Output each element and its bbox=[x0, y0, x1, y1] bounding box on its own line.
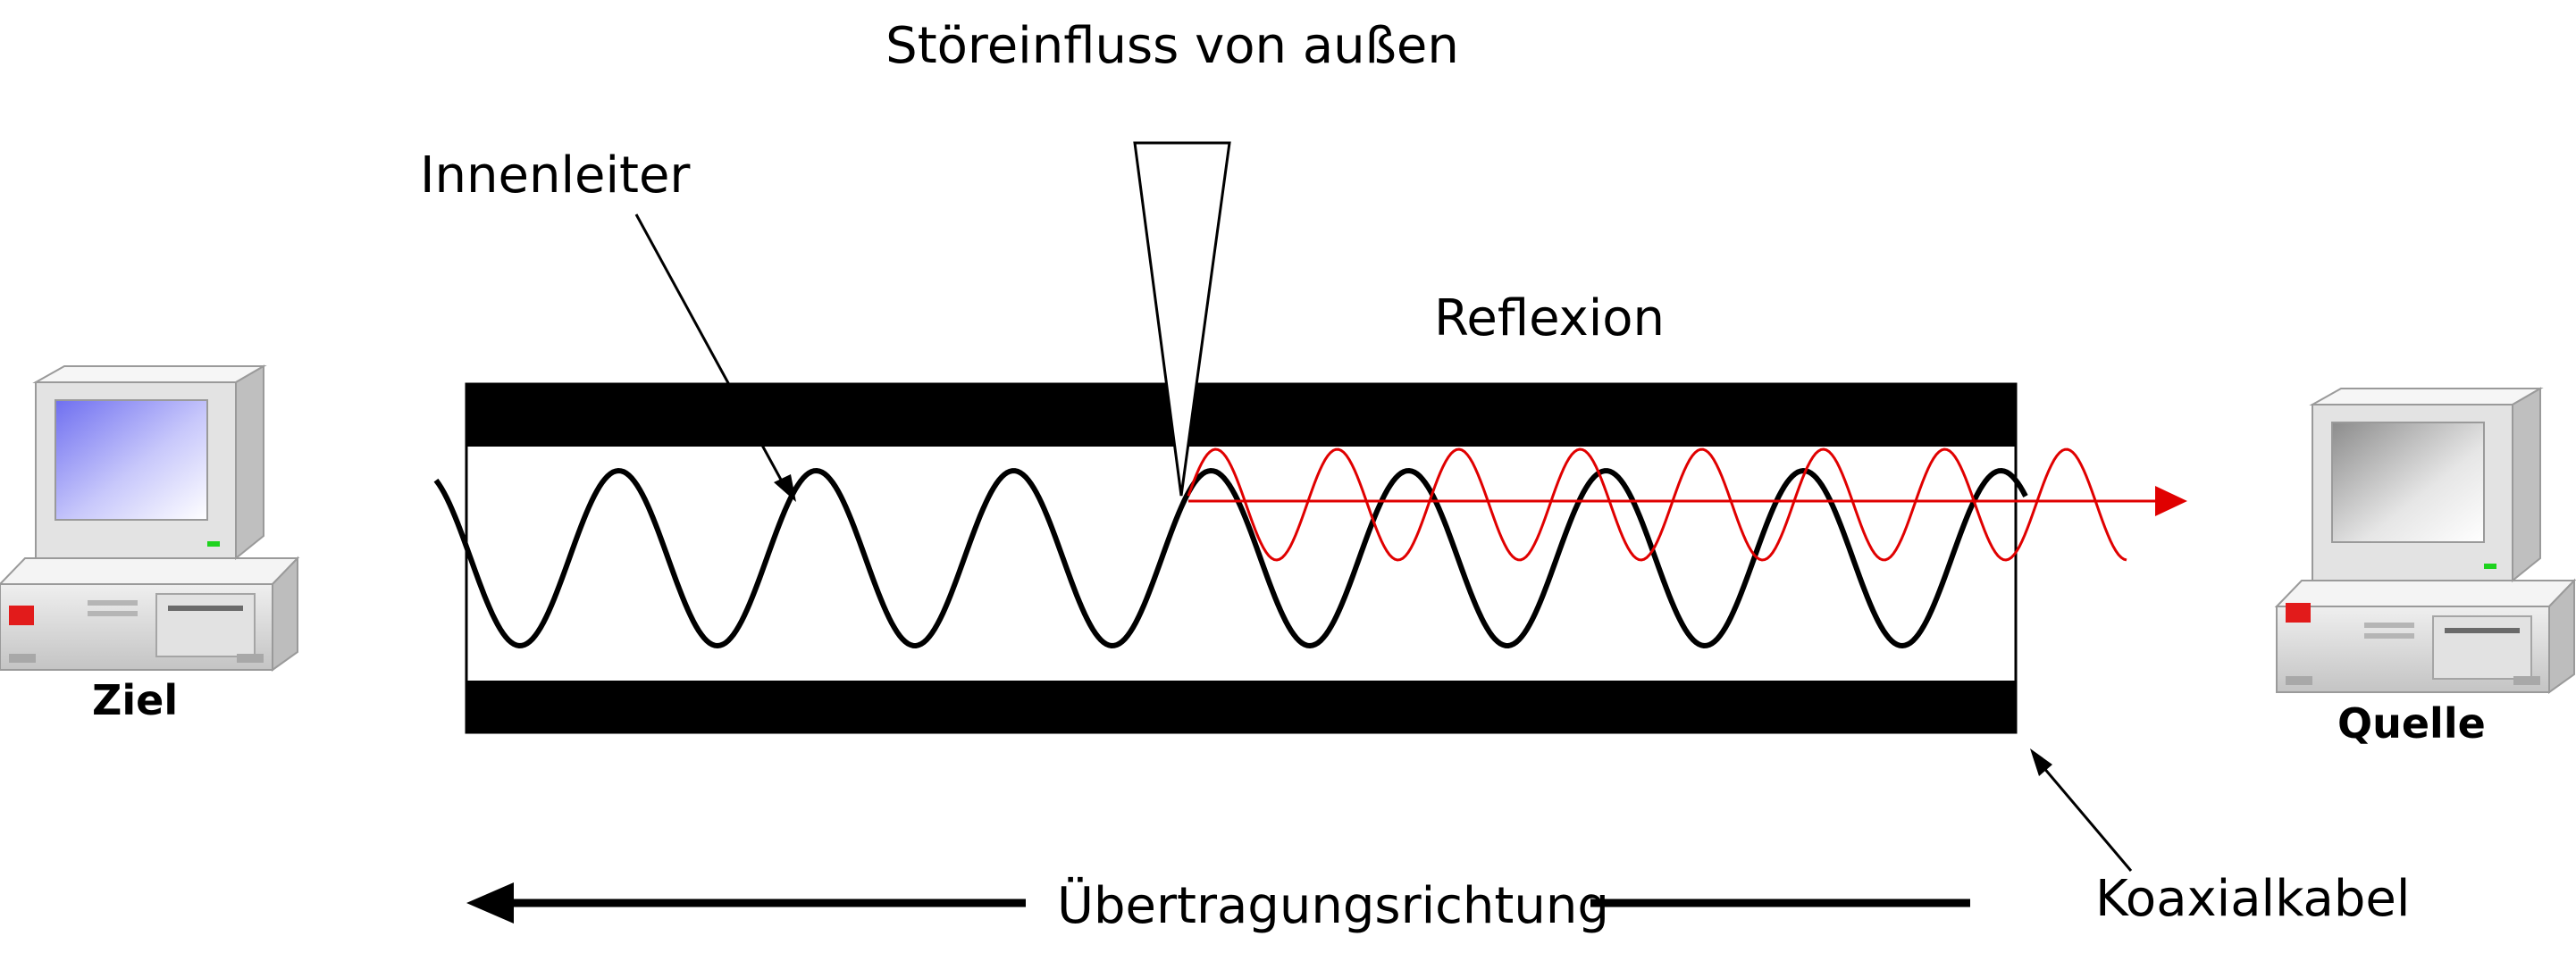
direction-label: Übertragungsrichtung bbox=[1057, 877, 1609, 935]
coax-cable bbox=[465, 382, 2018, 734]
reflection-wave bbox=[1187, 447, 2127, 562]
direction-arrowhead-icon bbox=[466, 882, 514, 924]
outer-shield-bottom bbox=[466, 681, 2016, 732]
target-label: Ziel bbox=[92, 676, 178, 724]
reflection-arrow bbox=[1188, 486, 2187, 516]
inner-conductor-label: Innenleiter bbox=[420, 146, 691, 205]
pointer-arrowhead-icon bbox=[774, 474, 796, 502]
interference-label: Störeinfluss von außen bbox=[885, 17, 1459, 75]
target-computer-icon bbox=[0, 364, 300, 672]
source-computer-icon bbox=[2274, 387, 2576, 694]
source-label: Quelle bbox=[2337, 699, 2486, 748]
outer-shield-top bbox=[466, 384, 2016, 447]
inner-conductor-pointer bbox=[634, 213, 796, 502]
coax-cable-label: Koaxialkabel bbox=[2095, 870, 2410, 928]
reflection-arrowhead-icon bbox=[2155, 486, 2187, 516]
reflection-label: Reflexion bbox=[1434, 289, 1665, 347]
pointer-arrowhead-icon bbox=[2030, 748, 2052, 776]
signal-wave bbox=[433, 467, 2028, 649]
interference-spike bbox=[1133, 141, 1231, 497]
direction-arrow bbox=[466, 882, 1970, 924]
coax-cable-pointer bbox=[2030, 748, 2133, 872]
